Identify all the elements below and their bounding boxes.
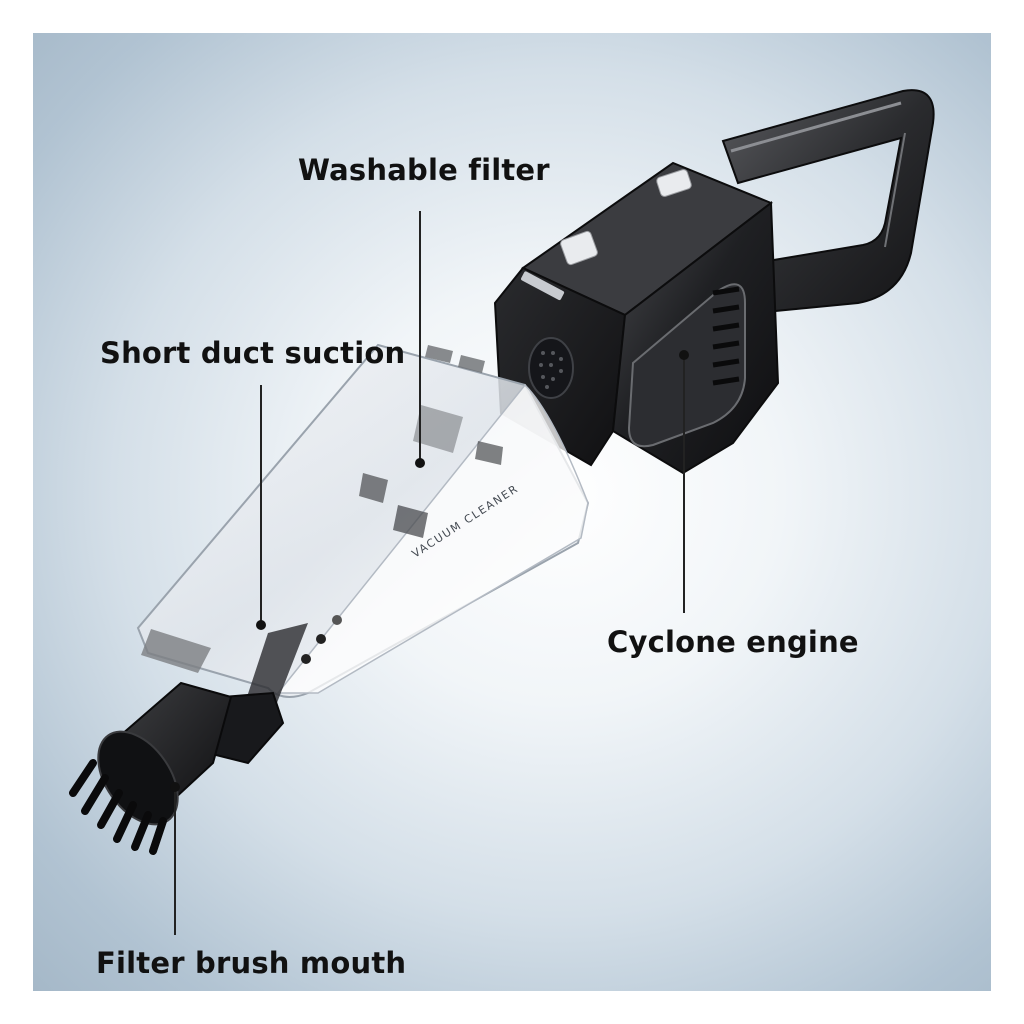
label-short-duct-suction: Short duct suction bbox=[100, 336, 406, 370]
brush-nozzle bbox=[69, 681, 285, 855]
motor-housing bbox=[493, 161, 780, 475]
dust-tube: VACUUM CLEANER bbox=[136, 343, 590, 713]
vacuum-cleaner-illustration: VACUUM CLEANER bbox=[69, 89, 935, 935]
label-filter-brush-mouth: Filter brush mouth bbox=[96, 946, 407, 980]
handle bbox=[721, 89, 935, 313]
callout-leaders bbox=[170, 211, 689, 935]
product-illustration-frame: VACUUM CLEANER bbox=[33, 33, 991, 991]
label-cyclone-engine: Cyclone engine bbox=[607, 625, 859, 659]
label-washable-filter: Washable filter bbox=[298, 153, 550, 187]
